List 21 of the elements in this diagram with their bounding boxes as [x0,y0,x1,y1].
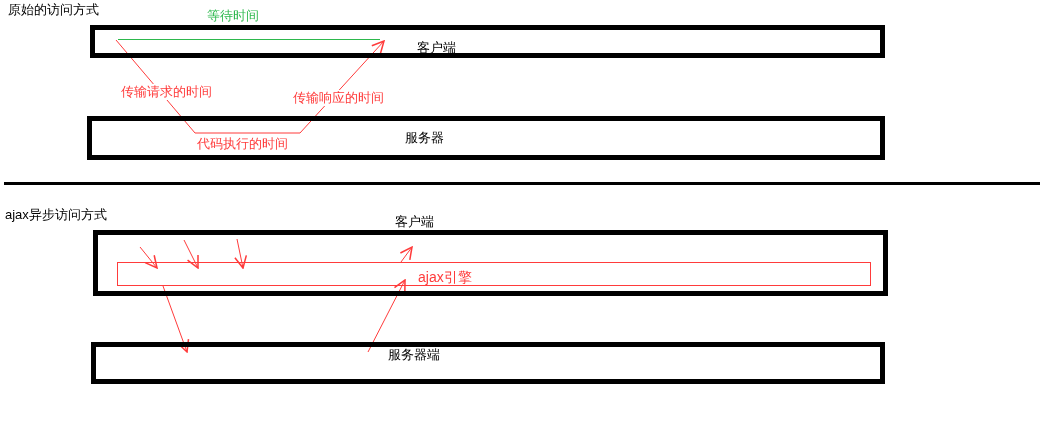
arrow [399,246,413,263]
lane-box [90,25,885,58]
edge-label: 传输响应的时间 [292,90,385,106]
node-label: 客户端 [417,40,456,56]
engine-box [117,262,871,286]
node-label: 服务器端 [388,347,440,363]
section-heading: ajax异步访问方式 [5,207,107,223]
arrow [367,279,406,353]
arrow [234,238,248,269]
section-heading: 原始的访问方式 [8,2,99,18]
annotation-text: 代码执行的时间 [197,136,288,152]
arrow [194,40,385,134]
edge-label: 传输请求的时间 [120,84,213,100]
arrow [139,246,158,269]
arrow [183,239,199,269]
node-label: 服务器 [405,130,444,146]
lane-box [91,342,885,384]
arrow [162,285,190,353]
node-label: ajax引擎 [418,269,472,285]
node-heading: 客户端 [395,214,434,230]
lane-box [87,116,885,160]
